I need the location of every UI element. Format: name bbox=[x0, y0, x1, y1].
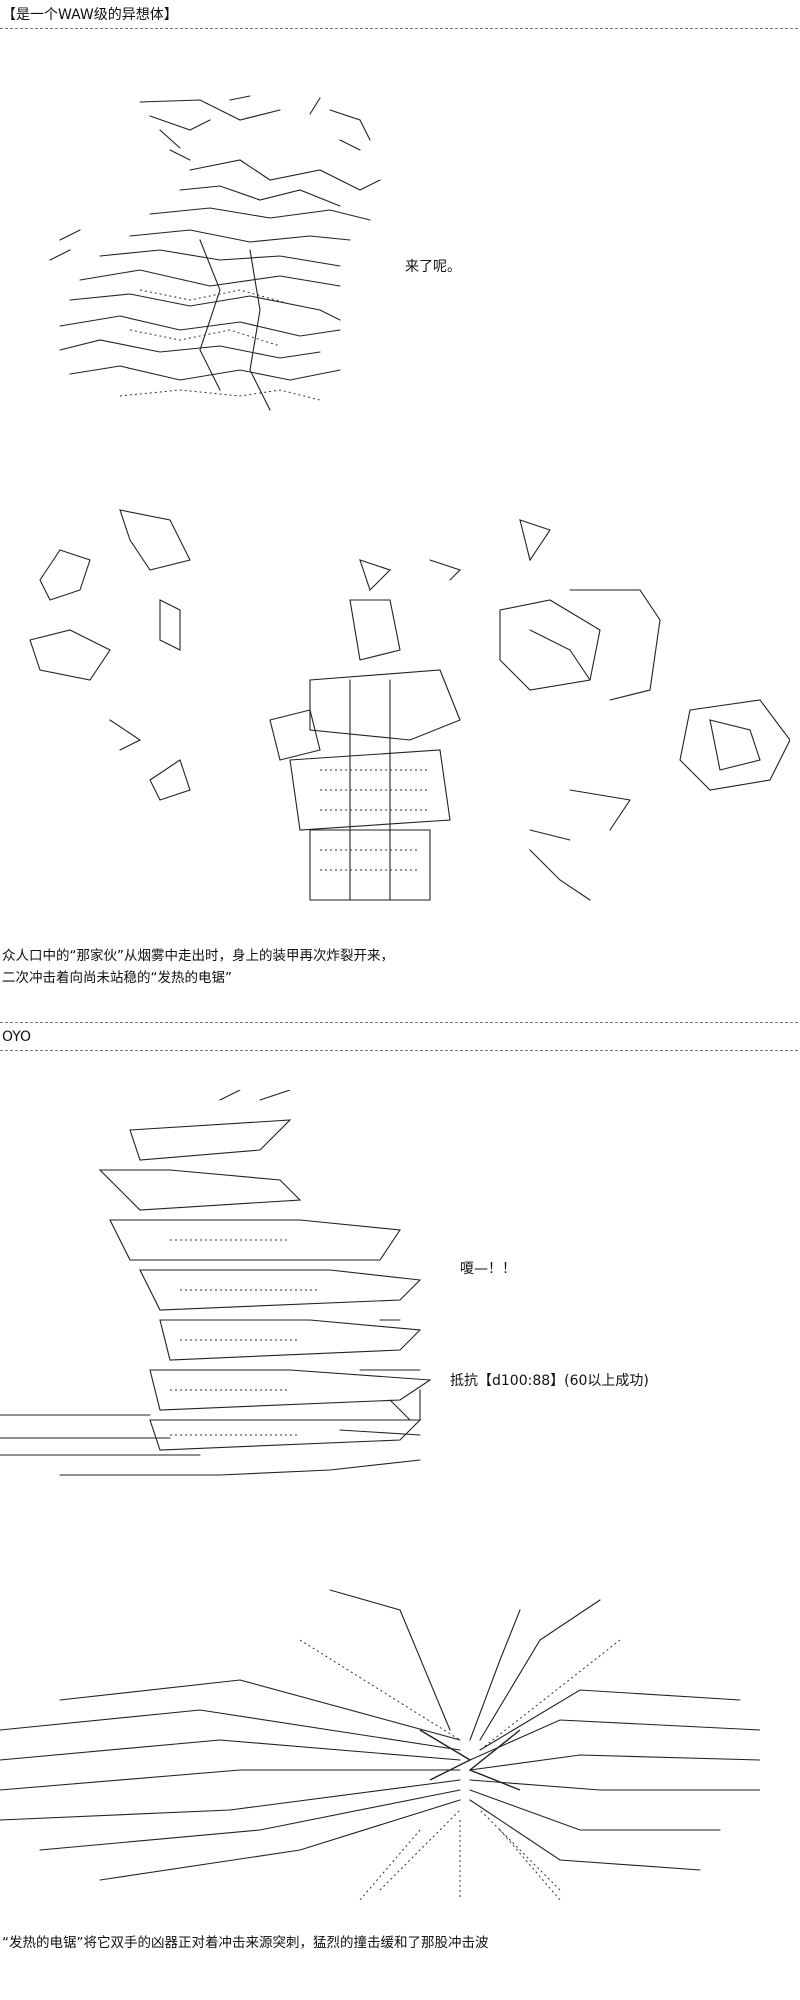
ascii-art-shockwave-clash bbox=[0, 1580, 760, 1910]
ascii-art-armored-figure bbox=[0, 1090, 440, 1480]
header-divider bbox=[0, 28, 798, 29]
narration-line-1: 众人口中的“那家伙”从烟雾中走出时，身上的装甲再次炸裂开来， bbox=[2, 948, 394, 964]
speech-text: 来了呢。 bbox=[405, 259, 461, 275]
section-header: 【是一个WAW级的异想体】 bbox=[2, 7, 178, 23]
section-header: OYO bbox=[2, 1029, 32, 1045]
shout-text: 嗄—！！ bbox=[460, 1261, 516, 1277]
section-divider-bottom bbox=[0, 1050, 798, 1051]
ascii-art-debris-scene bbox=[10, 500, 790, 920]
dice-roll-result: 抵抗【d100:88】(60以上成功) bbox=[450, 1373, 649, 1389]
narration-line-2: 二次冲击着向尚未站稳的“发热的电锯” bbox=[2, 970, 232, 986]
ascii-art-creature bbox=[40, 90, 420, 430]
section-divider-top bbox=[0, 1022, 798, 1023]
narration-line: “发热的电锯”将它双手的凶器正对着冲击来源突刺，猛烈的撞击缓和了那股冲击波 bbox=[2, 1935, 489, 1951]
